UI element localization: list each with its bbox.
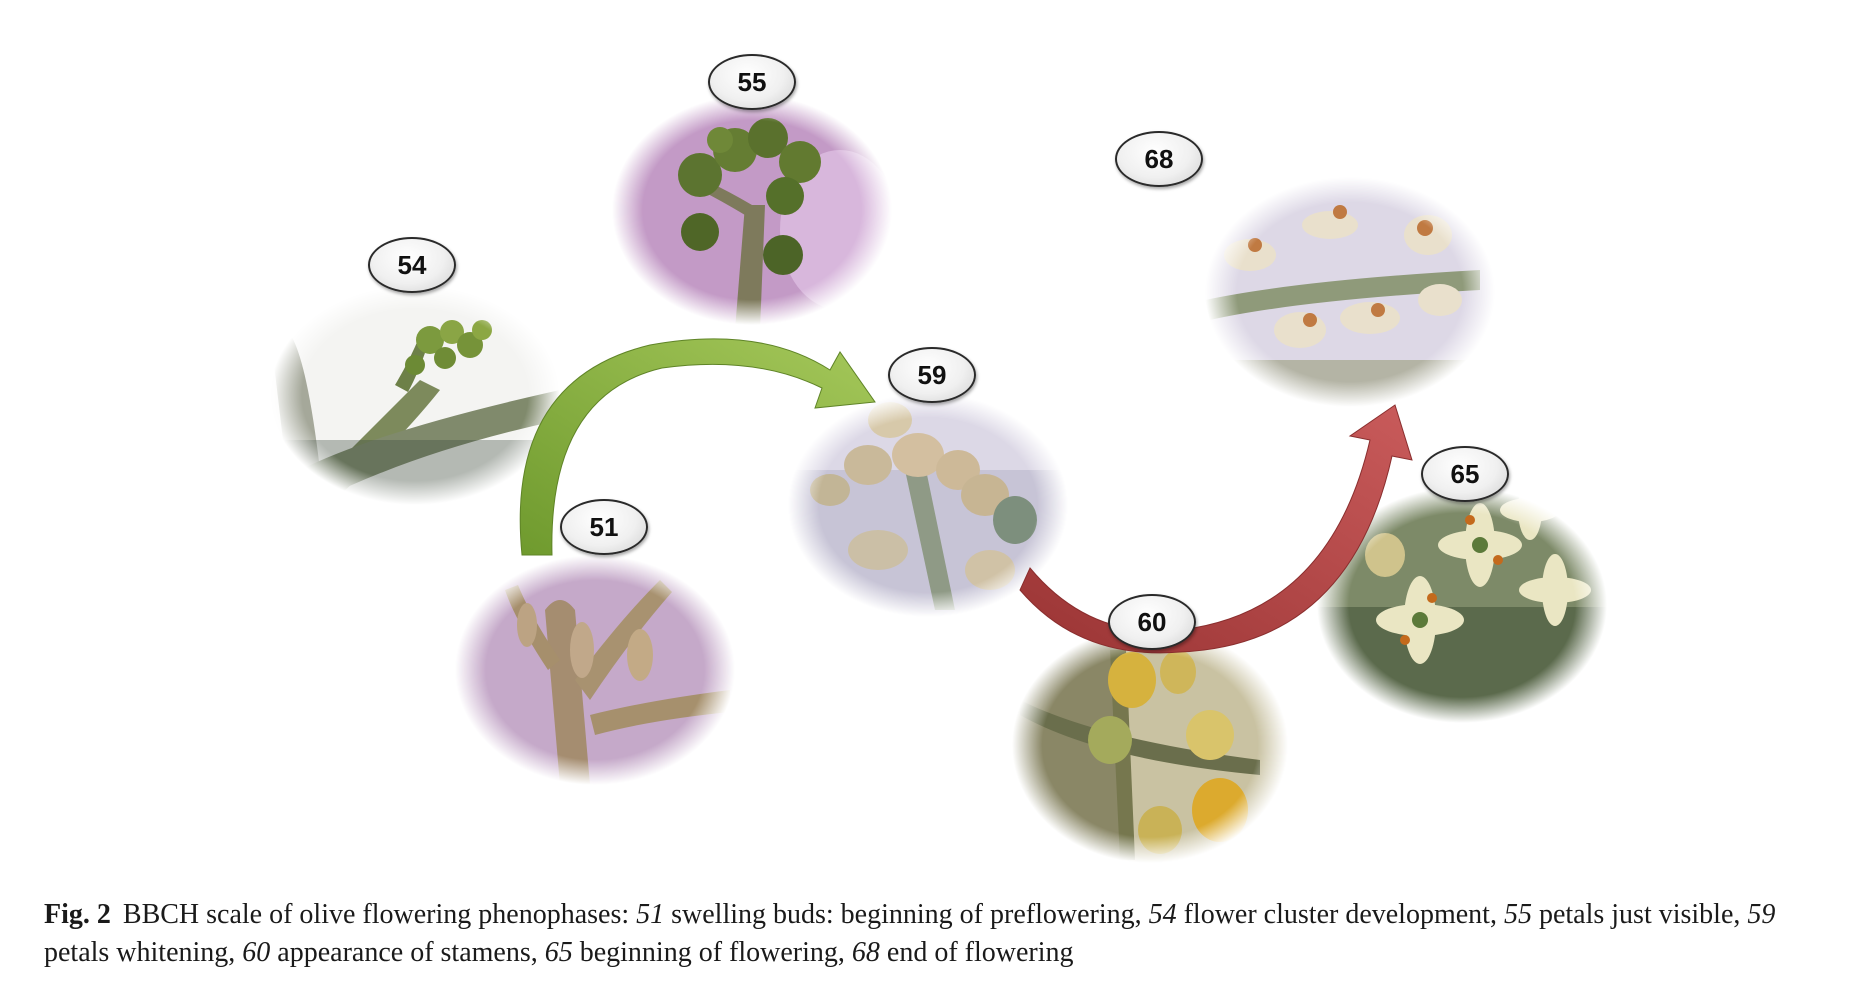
caption-text-59: petals whitening,	[44, 937, 243, 968]
stage-label-55: 55	[708, 54, 796, 110]
phenophase-figure: 55 54 59 68 65 51 60	[270, 54, 1607, 863]
caption-code-51: 51	[636, 899, 665, 930]
photo-stage-59	[788, 393, 1068, 620]
photo-stage-51	[455, 555, 735, 785]
caption-text-54: flower cluster development,	[1176, 899, 1504, 930]
stage-label-54: 54	[368, 237, 456, 293]
figure-artwork	[270, 95, 1607, 863]
caption-code-54: 54	[1148, 899, 1177, 930]
caption-text-68: end of flowering	[879, 937, 1074, 968]
stage-label-65: 65	[1421, 446, 1509, 502]
caption-code-68: 68	[851, 937, 880, 968]
photo-stage-55	[610, 95, 900, 330]
caption-text-51: swelling buds: beginning of preflowering…	[664, 899, 1149, 930]
figure-number: Fig. 2	[44, 899, 111, 930]
figure-caption: Fig. 2 BBCH scale of olive flowering phen…	[44, 896, 1834, 972]
photo-stage-60	[1012, 627, 1288, 863]
green-progress-arrow	[519, 338, 876, 556]
photo-stage-54	[270, 285, 560, 510]
stage-label-60: 60	[1108, 594, 1196, 650]
stage-label-68: 68	[1115, 131, 1203, 187]
stage-label-51: 51	[560, 499, 648, 555]
caption-text-60: appearance of stamens,	[270, 937, 545, 968]
caption-intro: BBCH scale of olive flowering phenophase…	[122, 899, 637, 930]
caption-code-65: 65	[544, 937, 573, 968]
caption-text-55: petals just visible,	[1531, 899, 1748, 930]
photo-stage-65	[1317, 480, 1607, 723]
caption-text-65: beginning of flowering,	[572, 937, 852, 968]
caption-code-55: 55	[1503, 899, 1532, 930]
photo-stage-68	[1205, 177, 1495, 410]
caption-code-60: 60	[242, 937, 271, 968]
caption-code-59: 59	[1747, 899, 1776, 930]
stage-label-59: 59	[888, 347, 976, 403]
